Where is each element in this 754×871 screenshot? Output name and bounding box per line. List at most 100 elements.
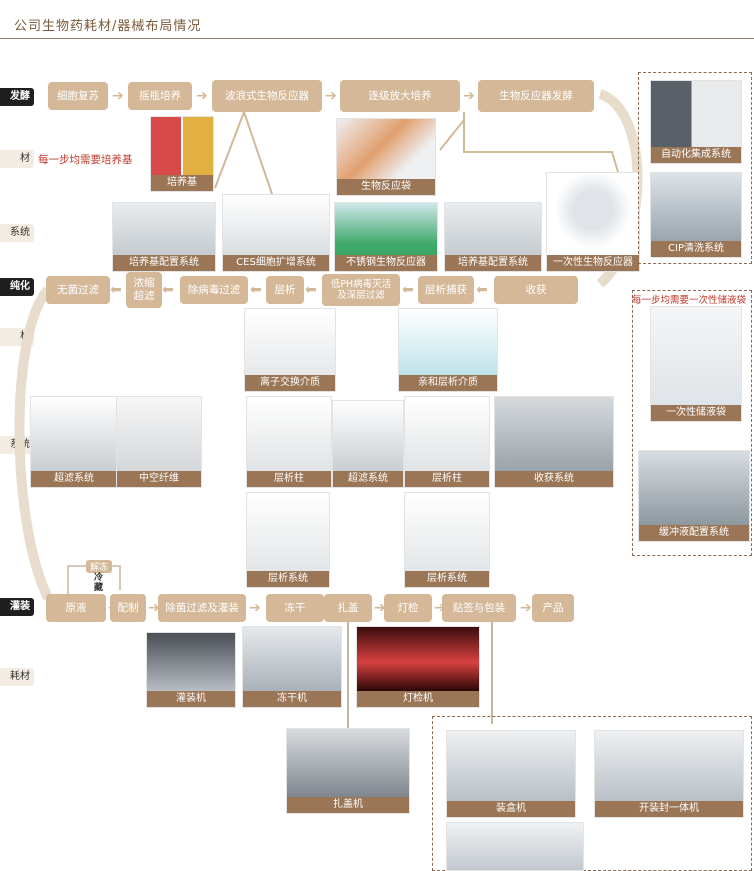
card-column-1: 层析柱 (246, 396, 332, 488)
card-caption: 培养基 (151, 175, 213, 191)
equipment-image (447, 731, 575, 801)
card-auto-integration: 自动化集成系统 (650, 80, 742, 164)
label-thaw: 解冻 (86, 560, 113, 573)
arrow-right-icon: ➔ (148, 600, 160, 616)
equipment-image (651, 173, 741, 241)
card-caption: 培养基配置系统 (445, 255, 541, 271)
card-single-use-reactor: 一次性生物反应器 (546, 172, 640, 272)
card-caption: 中空纤维 (117, 471, 201, 487)
card-caption: 收获系统 (495, 471, 613, 487)
card-cartoning: 装盒机 (446, 730, 576, 818)
card-chrom-sys-1: 层析系统 (246, 492, 330, 588)
card-open-seal: 开装封一体机 (594, 730, 744, 818)
step-scale-up: 逐级放大培养 (340, 80, 460, 112)
card-caption: 缓冲液配置系统 (639, 525, 749, 541)
card-inspection: 灯检机 (356, 626, 480, 708)
card-caption: 装盒机 (447, 801, 575, 817)
equipment-image (445, 203, 541, 255)
side-label-fill: 灌装 (0, 598, 34, 616)
card-caption: 层析系统 (405, 571, 489, 587)
equipment-image (547, 173, 639, 255)
step-labeling-packaging: 贴签与包装 (442, 594, 516, 622)
equipment-image (447, 823, 583, 870)
side-label-ferment-material: 材 (0, 150, 34, 168)
equipment-image (405, 397, 489, 471)
card-caption: 灌装机 (147, 691, 235, 707)
side-label-ferment-system: 系统 (0, 224, 34, 242)
card-caption: 超滤系统 (31, 471, 117, 487)
arrow-left-icon: ⬅ (305, 282, 317, 298)
card-caption: 培养基配置系统 (113, 255, 215, 271)
equipment-image (639, 451, 749, 525)
equipment-image (247, 397, 331, 471)
card-caption: 生物反应袋 (337, 179, 435, 195)
arrow-left-icon: ⬅ (250, 282, 262, 298)
card-caption: 一次性生物反应器 (547, 255, 639, 271)
card-caption: 冻干机 (243, 691, 341, 707)
card-packaging-machine (446, 822, 584, 871)
card-column-2: 层析柱 (404, 396, 490, 488)
card-bioreactor-bag: 生物反应袋 (336, 118, 436, 196)
card-caption: 开装封一体机 (595, 801, 743, 817)
card-caption: 离子交换介质 (245, 375, 335, 391)
card-caption: 层析系统 (247, 571, 329, 587)
card-affinity: 亲和层析介质 (398, 308, 498, 392)
equipment-image (247, 493, 329, 571)
arrow-right-icon: ➔ (520, 600, 532, 616)
equipment-image (223, 195, 329, 255)
arrow-right-icon: ➔ (112, 88, 124, 104)
header-divider (0, 38, 754, 39)
card-ces: CES细胞扩增系统 (222, 194, 330, 272)
card-caption: 亲和层析介质 (399, 375, 497, 391)
card-medium: 培养基 (150, 116, 214, 192)
arrow-left-icon: ⬅ (402, 282, 414, 298)
arrow-left-icon: ⬅ (476, 282, 488, 298)
equipment-image (113, 203, 215, 255)
step-sterile-fill: 除菌过滤及灌装 (158, 594, 246, 622)
step-concentration-uf: 浓缩 超滤 (126, 272, 162, 308)
step-freeze-dry: 冻干 (266, 594, 324, 622)
card-single-use-bag: 一次性储液袋 (650, 306, 742, 422)
bioreactor-bag-image (337, 119, 435, 179)
step-capture-chromatography: 层析捕获 (418, 276, 474, 304)
equipment-image (287, 729, 409, 797)
media-image (399, 309, 497, 375)
card-caption: 扎盖机 (287, 797, 409, 813)
card-chrom-sys-2: 层析系统 (404, 492, 490, 588)
arrow-left-icon: ⬅ (162, 282, 174, 298)
equipment-image (333, 401, 403, 471)
step-capping: 扎盖 (324, 594, 372, 622)
purify-support-box (632, 290, 752, 556)
card-stainless: 不锈钢生物反应器 (334, 202, 438, 272)
equipment-image (243, 627, 341, 691)
card-caption: 层析柱 (405, 471, 489, 487)
step-drug-substance: 原液 (46, 594, 106, 622)
card-caption: CES细胞扩增系统 (223, 255, 329, 271)
label-cold: 冷藏 (94, 573, 104, 593)
card-buffer-prep: 缓冲液配置系统 (638, 450, 750, 542)
card-caption: 不锈钢生物反应器 (335, 255, 437, 271)
card-medium-prep-2: 培养基配置系统 (444, 202, 542, 272)
equipment-image (147, 633, 235, 691)
card-uf-2: 超滤系统 (332, 400, 404, 488)
equipment-image (31, 397, 117, 471)
note-medium-each-step: 每一步均需要培养基 (38, 154, 133, 166)
equipment-image (335, 203, 437, 255)
card-hollow-fiber: 中空纤维 (116, 396, 202, 488)
step-low-ph: 低PH病毒灭活 及深层过滤 (322, 274, 400, 306)
step-sterile-filtration: 无菌过滤 (46, 276, 110, 304)
step-formulation: 配制 (110, 594, 146, 622)
equipment-image (651, 81, 741, 147)
step-virus-filtration: 除病毒过滤 (180, 276, 248, 304)
arrow-right-icon: ➔ (374, 600, 386, 616)
card-medium-prep-1: 培养基配置系统 (112, 202, 216, 272)
step-cell-recovery: 细胞复苏 (48, 82, 108, 110)
side-label-ferment: 发酵 (0, 88, 34, 106)
card-caption: 一次性储液袋 (651, 405, 741, 421)
note-bag-each-step: 每一步均需要一次性储液袋 (632, 295, 747, 306)
card-freeze-dryer: 冻干机 (242, 626, 342, 708)
card-ion-exchange: 离子交换介质 (244, 308, 336, 392)
media-image (245, 309, 335, 375)
card-uf-1: 超滤系统 (30, 396, 118, 488)
step-inspection: 灯检 (384, 594, 432, 622)
